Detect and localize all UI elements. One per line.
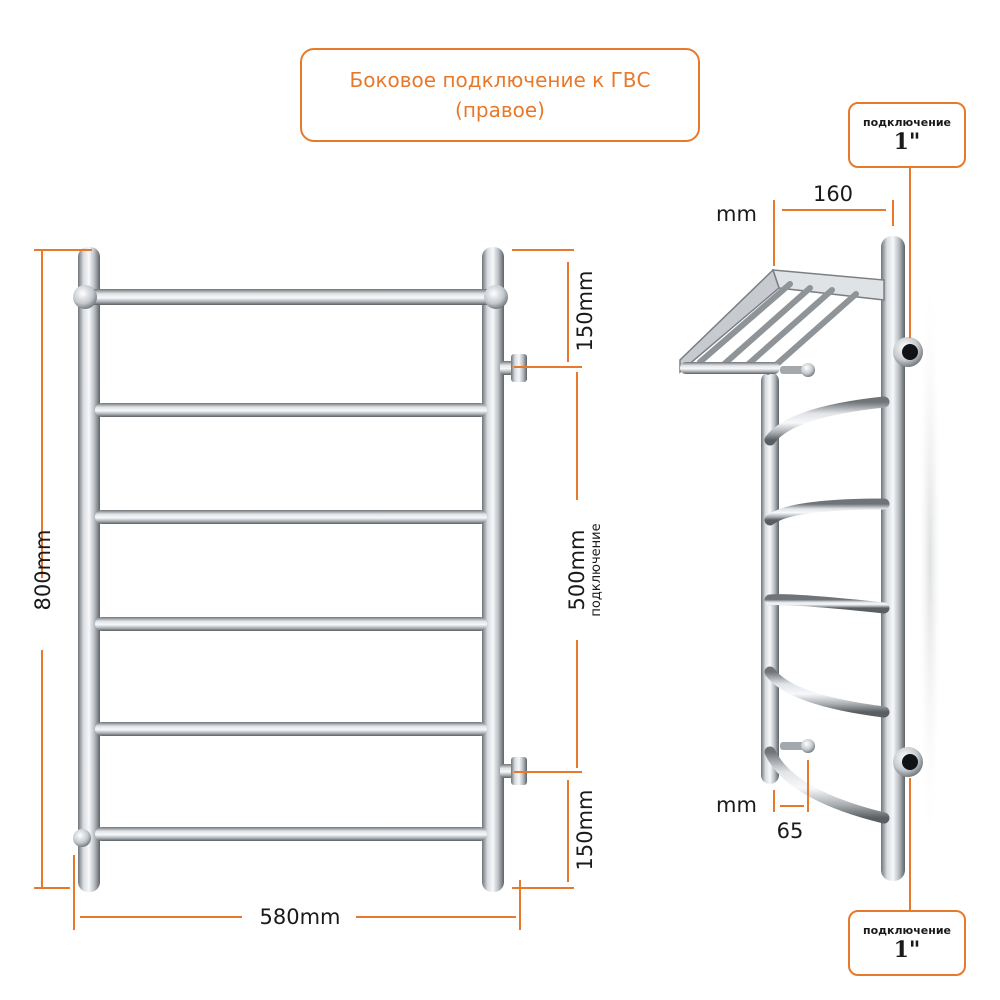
center-distance-label: 500mm: [565, 530, 589, 611]
connection-top-box: подключение 1": [848, 102, 966, 168]
shelf-front-rail: [680, 362, 780, 374]
right-post: [482, 247, 504, 892]
rung-5: [95, 827, 487, 841]
connection-bottom-box: подключение 1": [848, 910, 966, 976]
rear-post: [881, 236, 905, 881]
height-total-label: 800mm: [31, 530, 55, 611]
center-distance-note: подключение: [589, 523, 604, 616]
top-offset-label: 150mm: [573, 271, 597, 352]
front-dimension-lines: [34, 249, 582, 930]
connection-top-size: 1": [893, 129, 921, 155]
top-rail: [84, 289, 498, 305]
connection-bottom-size: 1": [893, 937, 921, 963]
shelf-bars: [697, 281, 859, 375]
left-post: [78, 247, 100, 892]
wall-offset-label: 65: [777, 819, 804, 843]
title-box: Боковое подключение к ГВС (правое): [300, 48, 700, 142]
shelf-depth-label: 160: [813, 182, 853, 206]
side-view: 160 mm mm 65: [679, 168, 942, 910]
top-rail-joint-right: [484, 285, 508, 309]
front-view: 800mm 580mm 150mm 500mm подключение 150m…: [31, 247, 604, 930]
rung-1: [95, 403, 487, 417]
connection-bottom-label: подключение: [862, 924, 952, 937]
top-rail-joint-left: [73, 285, 97, 309]
bottom-offset-label: 150mm: [573, 790, 597, 871]
title-line-1: Боковое подключение к ГВС: [349, 68, 651, 92]
rung-3: [95, 617, 487, 631]
rung-2: [95, 510, 487, 524]
width-total-label: 580mm: [260, 905, 341, 929]
title-line-2: (правое): [455, 98, 545, 122]
wall-shadow: [918, 260, 942, 860]
bottom-left-foot: [73, 829, 91, 847]
connection-top-label: подключение: [862, 116, 952, 129]
rung-4: [95, 722, 487, 736]
side-dimension-lines: [773, 168, 911, 910]
shelf-depth-unit: mm: [716, 202, 757, 226]
wall-offset-unit: mm: [716, 793, 757, 817]
side-rungs: [764, 396, 890, 824]
